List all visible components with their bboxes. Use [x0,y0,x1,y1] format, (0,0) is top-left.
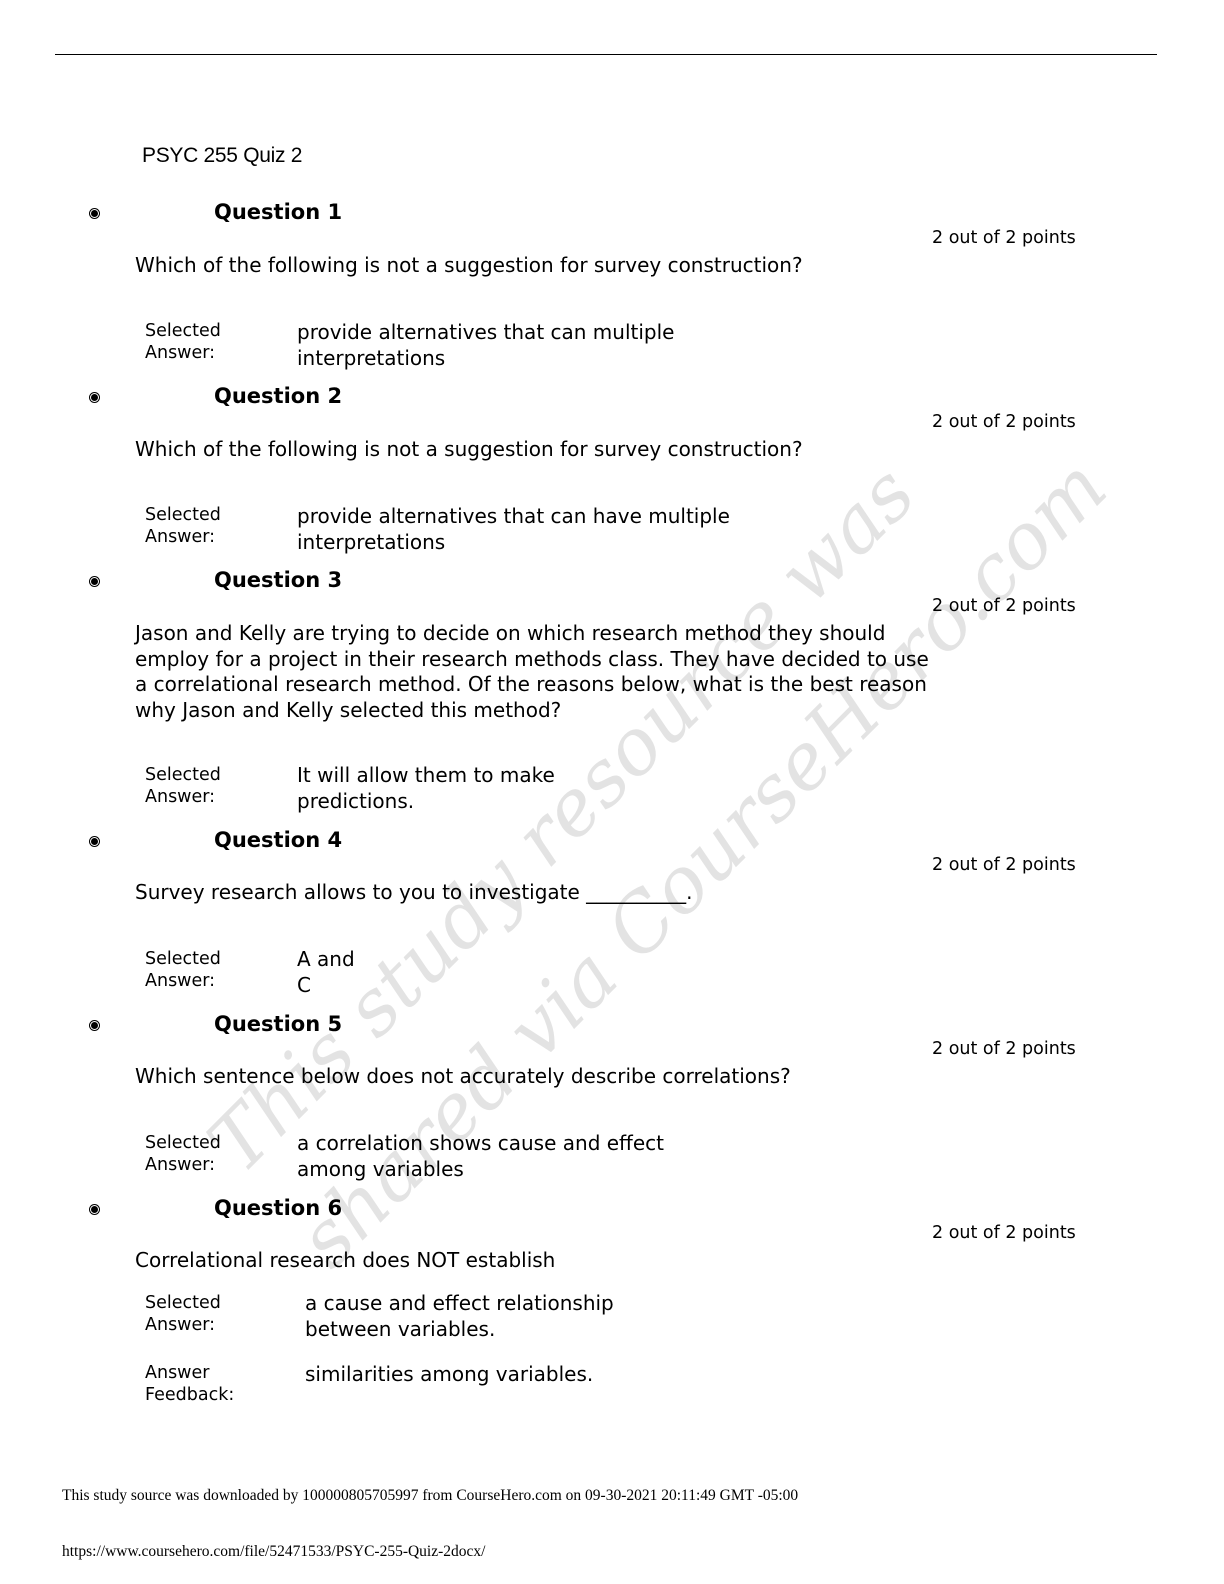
question-text: Which of the following is not a suggesti… [135,253,803,277]
selected-answer-label: Selected Answer: [145,505,221,547]
selected-answer: provide alternatives that can multiple i… [297,320,675,370]
question-text: Which sentence below does not accurately… [135,1064,791,1088]
question-points: 2 out of 2 points [932,228,1076,248]
selected-answer: a cause and effect relationship between … [305,1291,614,1341]
source-url[interactable]: https://www.coursehero.com/file/52471533… [62,1543,486,1560]
question-text: Correlational research does NOT establis… [135,1248,556,1272]
bullet-icon [90,209,99,218]
bullet-icon [90,577,99,586]
question-points: 2 out of 2 points [932,1223,1076,1243]
bullet-icon [90,837,99,846]
question-points: 2 out of 2 points [932,1039,1076,1059]
selected-answer: A and C [297,947,355,997]
question-points: 2 out of 2 points [932,596,1076,616]
selected-answer-label: Selected Answer: [145,765,221,807]
question-heading: Question 5 [214,1012,343,1036]
document-title: PSYC 255 Quiz 2 [142,144,303,167]
question-heading: Question 1 [214,200,343,224]
selected-answer-label: Selected Answer: [145,321,221,363]
question-heading: Question 4 [214,828,343,852]
question-text: Jason and Kelly are trying to decide on … [135,621,929,722]
question-points: 2 out of 2 points [932,412,1076,432]
top-divider [55,54,1157,55]
selected-answer-label: Selected Answer: [145,1293,221,1335]
question-text: Which of the following is not a suggesti… [135,437,803,461]
question-heading: Question 6 [214,1196,343,1220]
bullet-icon [90,393,99,402]
question-heading: Question 3 [214,568,343,592]
selected-answer-label: Selected Answer: [145,949,221,991]
selected-answer: provide alternatives that can have multi… [297,504,730,554]
selected-answer-label: Selected Answer: [145,1133,221,1175]
selected-answer: It will allow them to make predictions. [297,763,555,813]
answer-feedback-label: Answer Feedback: [145,1363,235,1405]
question-heading: Question 2 [214,384,343,408]
question-text: Survey research allows to you to investi… [135,880,693,904]
question-points: 2 out of 2 points [932,855,1076,875]
download-note: This study source was downloaded by 1000… [62,1487,799,1504]
answer-feedback: similarities among variables. [305,1362,594,1386]
bullet-icon [90,1205,99,1214]
selected-answer: a correlation shows cause and effect amo… [297,1131,664,1181]
bullet-icon [90,1021,99,1030]
